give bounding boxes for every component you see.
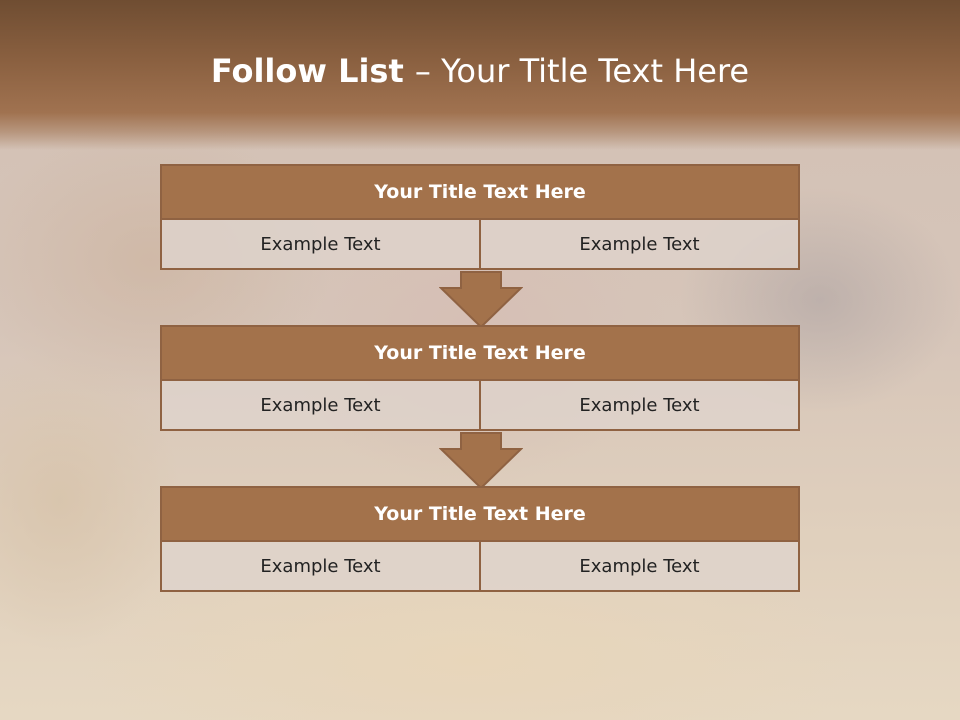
slide-title-bold: Follow List [210,52,415,90]
block-row: Example Text Example Text [160,542,800,592]
block-title: Your Title Text Here [160,325,800,381]
block-cell-left: Example Text [162,381,479,429]
list-block-1: Your Title Text Here Example Text Exampl… [160,164,800,270]
block-cell-right: Example Text [479,381,798,429]
block-title: Your Title Text Here [160,486,800,542]
block-cell-left: Example Text [162,542,479,590]
down-arrow-icon [439,271,523,329]
list-block-2: Your Title Text Here Example Text Exampl… [160,325,800,431]
header-band [0,0,960,150]
list-block-3: Your Title Text Here Example Text Exampl… [160,486,800,592]
block-cell-right: Example Text [479,542,798,590]
block-row: Example Text Example Text [160,220,800,270]
slide-title-rest: – Your Title Text Here [414,52,750,90]
slide-title: Follow List – Your Title Text Here [0,52,960,90]
down-arrow-icon [439,432,523,490]
block-cell-right: Example Text [479,220,798,268]
block-cell-left: Example Text [162,220,479,268]
block-row: Example Text Example Text [160,381,800,431]
block-title: Your Title Text Here [160,164,800,220]
